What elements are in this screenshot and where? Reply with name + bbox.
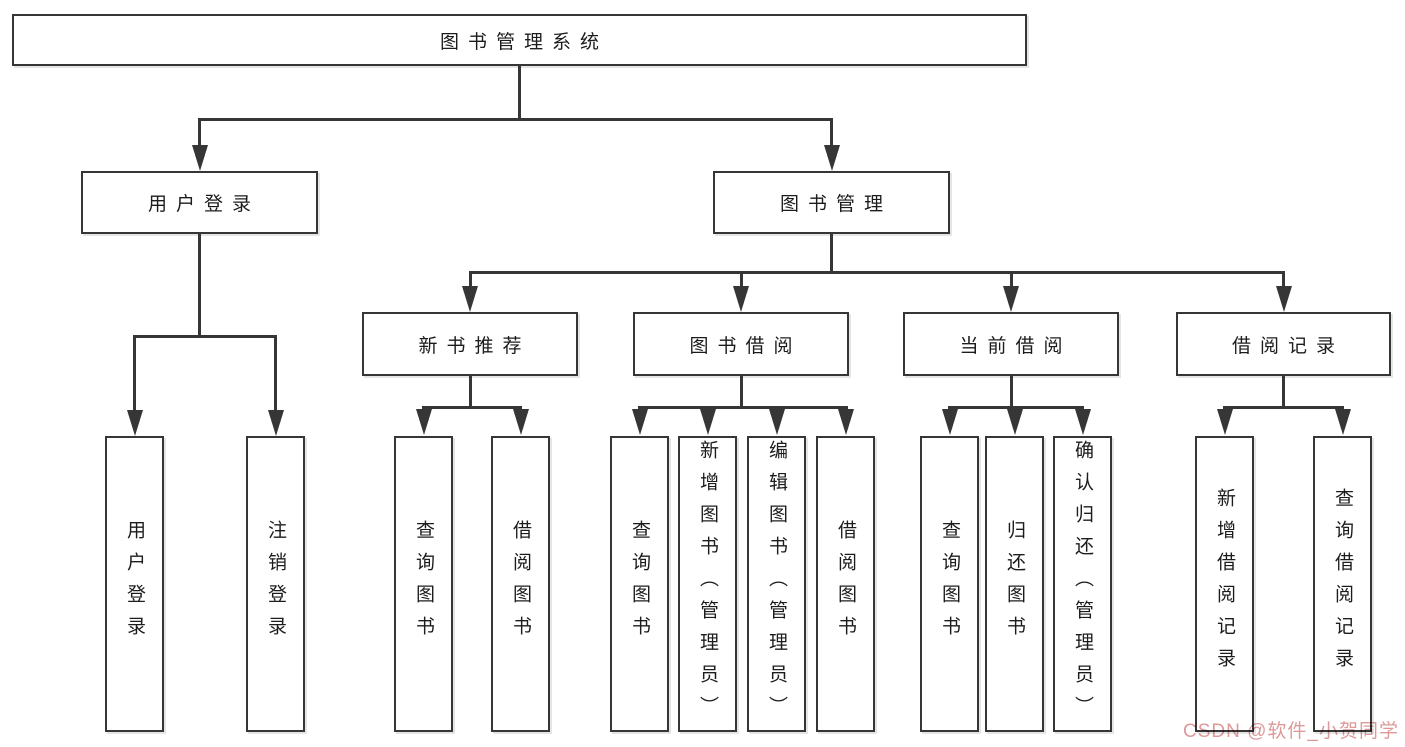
connector-line xyxy=(468,271,1285,274)
connector-line xyxy=(468,271,472,288)
node-user-login-label: 用户登录 xyxy=(147,194,260,215)
arrowhead-icon xyxy=(631,409,648,435)
leaf-edit-books-admin: 编辑图书（管理员） xyxy=(747,436,806,732)
connector-line xyxy=(1223,406,1344,409)
arrowhead-icon xyxy=(699,409,716,435)
arrowhead-icon xyxy=(191,145,208,171)
leaf-confirm-return-admin: 确认归还（管理员） xyxy=(1053,436,1112,732)
connector-line xyxy=(198,118,201,148)
leaf-add-books-admin-label: 新增图书（管理员） xyxy=(697,440,718,728)
leaf-add-borrow-record-label: 新增借阅记录 xyxy=(1214,488,1235,680)
node-book-management: 图书管理 xyxy=(713,171,950,234)
connector-line xyxy=(1282,271,1285,288)
leaf-borrow-query-books-label: 查询图书 xyxy=(629,520,650,648)
connector-line xyxy=(198,118,833,121)
leaf-logout: 注销登录 xyxy=(246,436,305,732)
leaf-edit-books-admin-label: 编辑图书（管理员） xyxy=(766,440,787,728)
leaf-recommend-borrow-books: 借阅图书 xyxy=(491,436,550,732)
connector-line xyxy=(1009,271,1013,288)
node-book-management-label: 图书管理 xyxy=(779,194,892,215)
leaf-user-login-label: 用户登录 xyxy=(124,520,145,648)
arrowhead-icon xyxy=(126,410,143,436)
node-borrow-record: 借阅记录 xyxy=(1176,312,1391,376)
connector-line xyxy=(948,406,1084,409)
arrowhead-icon xyxy=(1003,286,1019,312)
connector-line xyxy=(830,234,833,274)
arrowhead-icon xyxy=(267,410,284,436)
arrowhead-icon xyxy=(512,409,529,435)
arrowhead-icon xyxy=(1074,409,1091,435)
connector-line xyxy=(638,406,848,409)
leaf-return-books: 归还图书 xyxy=(985,436,1044,732)
leaf-borrow-books-label: 借阅图书 xyxy=(835,520,856,648)
node-book-borrow: 图书借阅 xyxy=(633,312,849,376)
arrowhead-icon xyxy=(837,409,854,435)
node-root-label: 图书管理系统 xyxy=(439,31,608,53)
leaf-add-borrow-record: 新增借阅记录 xyxy=(1195,436,1254,732)
arrowhead-icon xyxy=(1334,409,1351,435)
connector-line xyxy=(739,271,743,288)
connector-line xyxy=(274,335,277,412)
connector-line xyxy=(422,406,522,409)
leaf-user-login: 用户登录 xyxy=(105,436,164,732)
leaf-confirm-return-admin-label: 确认归还（管理员） xyxy=(1072,440,1093,728)
leaf-current-query-books: 查询图书 xyxy=(920,436,979,732)
node-user-login: 用户登录 xyxy=(81,171,318,234)
connector-line xyxy=(830,118,833,148)
leaf-recommend-query-books: 查询图书 xyxy=(394,436,453,732)
connector-line xyxy=(1282,376,1285,408)
connector-line xyxy=(198,234,201,338)
leaf-current-query-books-label: 查询图书 xyxy=(939,520,960,648)
node-root: 图书管理系统 xyxy=(12,14,1027,66)
connector-line xyxy=(133,335,136,412)
connector-line xyxy=(1009,376,1013,408)
leaf-query-borrow-record: 查询借阅记录 xyxy=(1313,436,1372,732)
node-new-book-recommend: 新书推荐 xyxy=(362,312,578,376)
arrowhead-icon xyxy=(1275,286,1292,312)
leaf-borrow-query-books: 查询图书 xyxy=(610,436,669,732)
arrowhead-icon xyxy=(1006,409,1023,435)
arrowhead-icon xyxy=(941,409,958,435)
leaf-logout-label: 注销登录 xyxy=(265,520,286,648)
csdn-watermark: CSDN @软件_小贺同学 xyxy=(1183,721,1399,742)
arrowhead-icon xyxy=(768,409,785,435)
connector-line xyxy=(518,64,521,120)
leaf-query-borrow-record-label: 查询借阅记录 xyxy=(1332,488,1353,680)
leaf-recommend-query-books-label: 查询图书 xyxy=(413,520,434,648)
node-current-borrow-label: 当前借阅 xyxy=(959,335,1072,357)
connector-line xyxy=(468,376,472,408)
arrowhead-icon xyxy=(1216,409,1233,435)
arrowhead-icon xyxy=(462,286,478,312)
arrowhead-icon xyxy=(415,409,432,435)
node-new-book-recommend-label: 新书推荐 xyxy=(418,335,531,357)
leaf-borrow-books: 借阅图书 xyxy=(816,436,875,732)
arrowhead-icon xyxy=(733,286,749,312)
arrowhead-icon xyxy=(823,145,840,171)
node-borrow-record-label: 借阅记录 xyxy=(1231,335,1344,357)
leaf-return-books-label: 归还图书 xyxy=(1004,520,1025,648)
connector-line xyxy=(133,335,277,338)
leaf-add-books-admin: 新增图书（管理员） xyxy=(678,436,737,732)
node-book-borrow-label: 图书借阅 xyxy=(689,335,802,357)
connector-line xyxy=(739,376,743,408)
leaf-recommend-borrow-books-label: 借阅图书 xyxy=(510,520,531,648)
node-current-borrow: 当前借阅 xyxy=(903,312,1119,376)
